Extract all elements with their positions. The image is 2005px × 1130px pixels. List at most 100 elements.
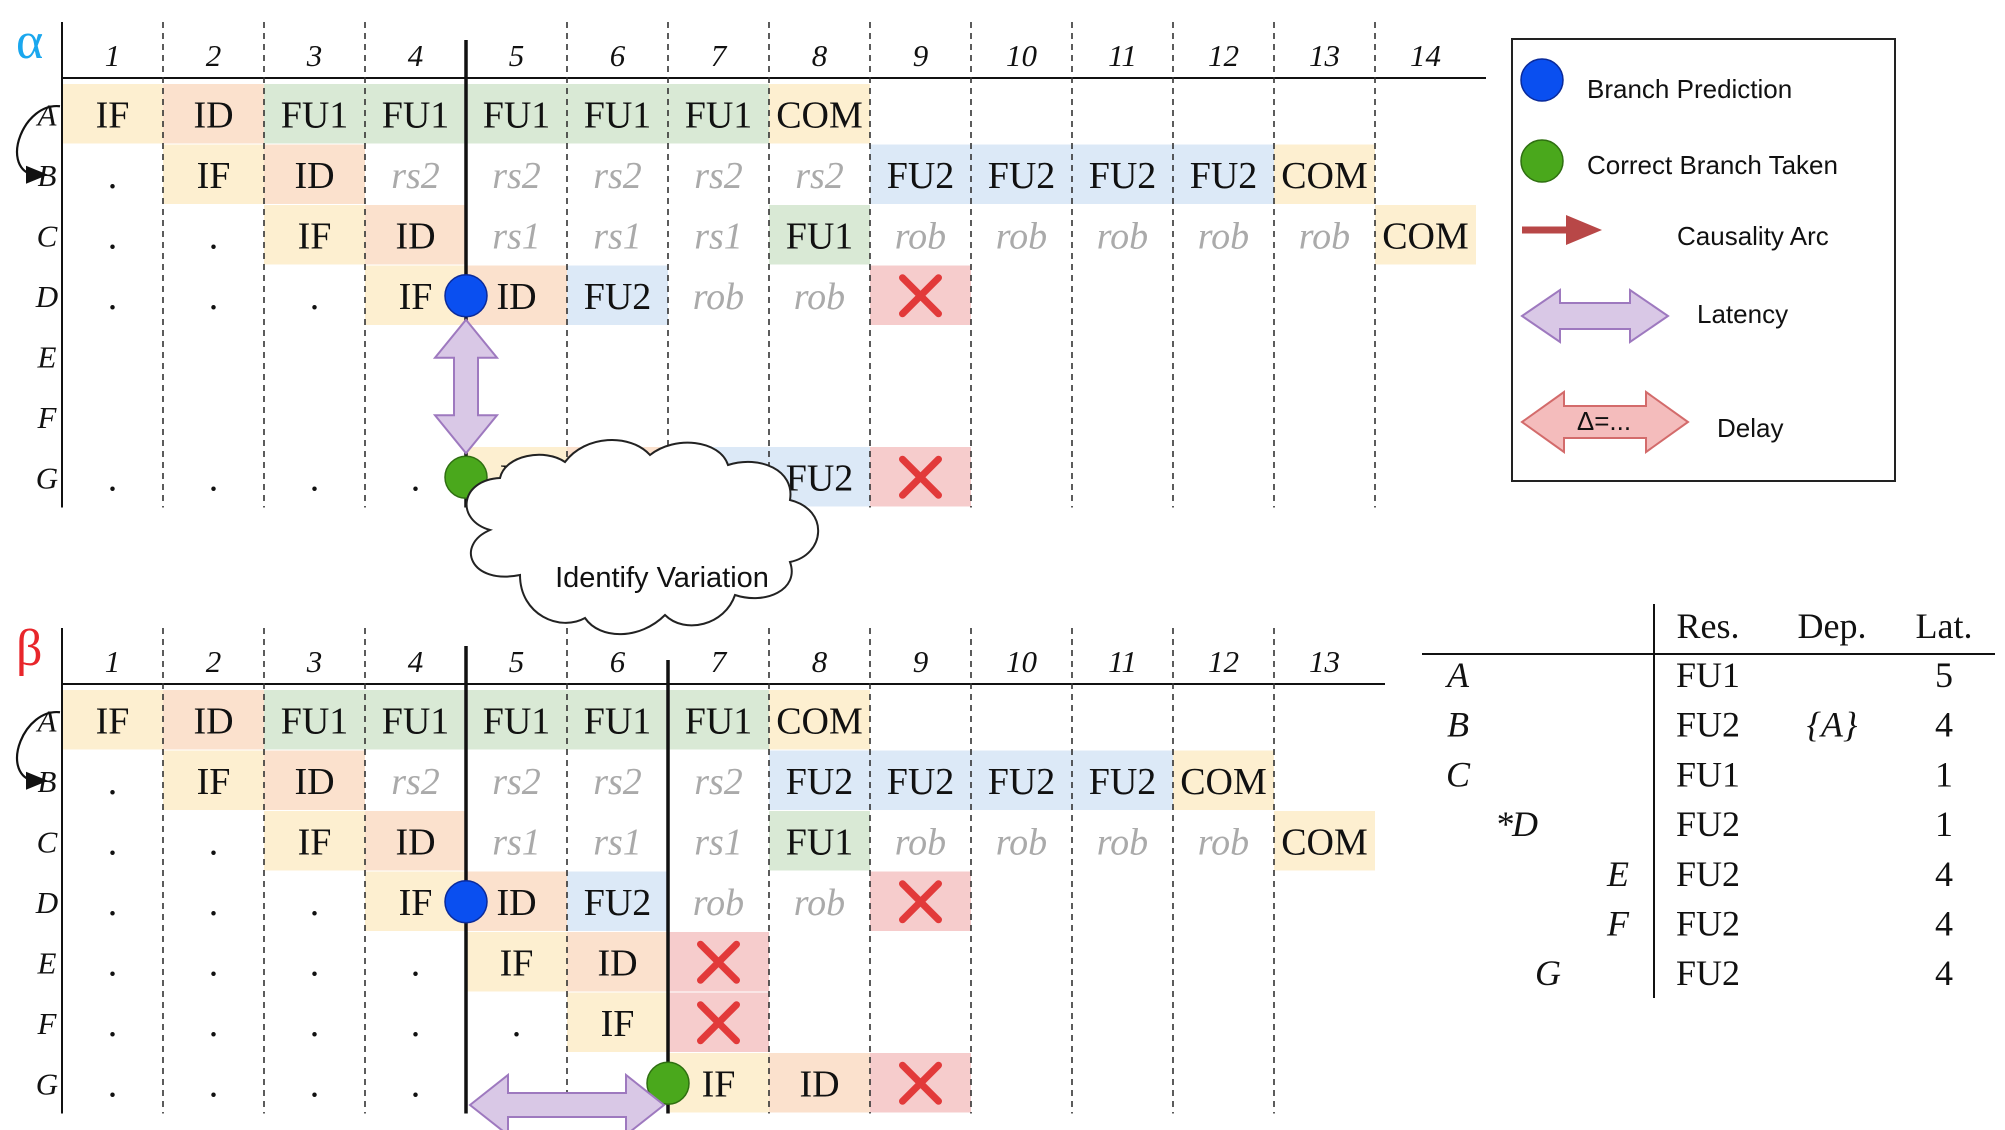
alpha-cell-text: FU1 [382, 94, 450, 136]
alpha-cell-text: rs1 [492, 215, 541, 257]
beta-cell-B-3 [264, 750, 365, 810]
latency-icon [1520, 288, 1670, 344]
legend-causality-arc-label: Causality Arc [1677, 221, 1829, 251]
causality-hook-icon [15, 711, 61, 790]
alpha-cycle-6: 6 [610, 38, 626, 73]
beta-cycle-6: 6 [610, 644, 626, 679]
alpha-cell-text: . [209, 215, 219, 257]
beta-cell-text: . [108, 821, 118, 863]
alpha-cycle-7: 7 [711, 38, 728, 73]
cross-icon [697, 940, 740, 984]
alpha-cell-A-4 [365, 84, 466, 144]
table-row-lat: 1 [1935, 804, 1953, 844]
alpha-cycle-4: 4 [408, 38, 424, 73]
beta-cell-text: FU2 [988, 761, 1056, 803]
beta-cycle-13: 13 [1309, 644, 1340, 679]
cloud-label: Identify Variation [555, 562, 769, 594]
beta-cell-B-10 [971, 750, 1072, 810]
beta-cell-text: ID [395, 821, 435, 863]
alpha-cell-text: rs1 [694, 215, 743, 257]
beta-cell-text: rs2 [492, 761, 541, 803]
alpha-cycle-1: 1 [105, 38, 121, 73]
beta-row-label-C: C [37, 824, 58, 859]
table-row-lat: 4 [1935, 705, 1953, 745]
beta-cell-text: rs2 [694, 761, 743, 803]
beta-cell-B-9 [870, 750, 971, 810]
beta-cell-text: rob [895, 821, 946, 863]
beta-row-label-F: F [37, 1006, 58, 1041]
alpha-cycle-11: 11 [1108, 38, 1137, 73]
alpha-cell-C-14 [1375, 205, 1476, 265]
causality-arc-icon [1522, 215, 1602, 245]
legend-branch-prediction-label: Branch Prediction [1587, 74, 1792, 104]
beta-cell-text: rob [1198, 821, 1249, 863]
alpha-cell-A-5 [466, 84, 567, 144]
latency-arrow-icon [468, 1072, 666, 1130]
beta-cell-A-1 [62, 690, 163, 750]
alpha-cell-text: IF [96, 94, 130, 136]
alpha-cell-text: . [209, 276, 219, 318]
beta-cell-C-8 [769, 811, 870, 871]
beta-cell-text: IF [197, 761, 231, 803]
beta-cycle-2: 2 [206, 644, 222, 679]
beta-cycle-1: 1 [105, 644, 121, 679]
alpha-cycle-9: 9 [913, 38, 929, 73]
table-row-res: FU2 [1676, 904, 1740, 944]
alpha-cycle-12: 12 [1208, 38, 1239, 73]
alpha-cell-text: rs2 [694, 155, 743, 197]
beta-cell-text: ID [597, 942, 637, 984]
alpha-cell-text: . [108, 457, 118, 499]
beta-cell-A-5 [466, 690, 567, 750]
latency-arrow-icon [432, 318, 500, 455]
beta-symbol: β [16, 620, 42, 677]
beta-cell-text: IF [96, 700, 130, 742]
alpha-cell-C-8 [769, 205, 870, 265]
alpha-cell-text: rs1 [593, 215, 642, 257]
alpha-cell-text: ID [294, 155, 334, 197]
alpha-cell-text: FU2 [584, 276, 652, 318]
branch-prediction-icon [444, 274, 488, 318]
alpha-cell-text: rs2 [391, 155, 440, 197]
beta-cell-C-4 [365, 811, 466, 871]
alpha-cycle-2: 2 [206, 38, 222, 73]
beta-cell-text: FU1 [786, 821, 854, 863]
alpha-cell-text: . [310, 457, 320, 499]
legend-delay-symbol: Δ=... [1577, 406, 1631, 436]
beta-cell-F-6 [567, 992, 668, 1052]
alpha-cell-B-12 [1173, 144, 1274, 204]
beta-cell-text: FU1 [685, 700, 753, 742]
alpha-cell-text: rob [1299, 215, 1350, 257]
beta-cell-text: COM [776, 700, 863, 742]
beta-cell-text: . [108, 761, 118, 803]
beta-cycle-5: 5 [509, 644, 525, 679]
alpha-cell-text: . [310, 276, 320, 318]
alpha-row-label-G: G [36, 460, 58, 495]
beta-cell-C-3 [264, 811, 365, 871]
alpha-cell-B-3 [264, 144, 365, 204]
beta-cell-text: . [411, 1063, 421, 1105]
beta-cell-text: . [209, 942, 219, 984]
alpha-cell-A-6 [567, 84, 668, 144]
table-row-name: B [1447, 705, 1469, 745]
alpha-cell-text: . [209, 457, 219, 499]
causality-hook-icon [15, 105, 61, 184]
alpha-cell-text: FU1 [281, 94, 349, 136]
beta-cell-text: COM [1180, 761, 1267, 803]
beta-cycle-4: 4 [408, 644, 424, 679]
beta-cell-text: . [310, 942, 320, 984]
beta-cell-text: IF [399, 882, 433, 924]
alpha-cell-text: FU2 [1190, 155, 1258, 197]
beta-cell-text: IF [298, 821, 332, 863]
beta-cell-B-8 [769, 750, 870, 810]
beta-cell-text: . [310, 1003, 320, 1045]
beta-cell-text: ID [294, 761, 334, 803]
alpha-cell-text: FU2 [786, 457, 854, 499]
correct-branch-icon [646, 1061, 690, 1105]
alpha-cell-A-3 [264, 84, 365, 144]
beta-cell-C-13 [1274, 811, 1375, 871]
cross-icon [899, 455, 942, 499]
alpha-cell-A-7 [668, 84, 769, 144]
alpha-cell-C-4 [365, 205, 466, 265]
table-row-lat: 4 [1935, 904, 1953, 944]
